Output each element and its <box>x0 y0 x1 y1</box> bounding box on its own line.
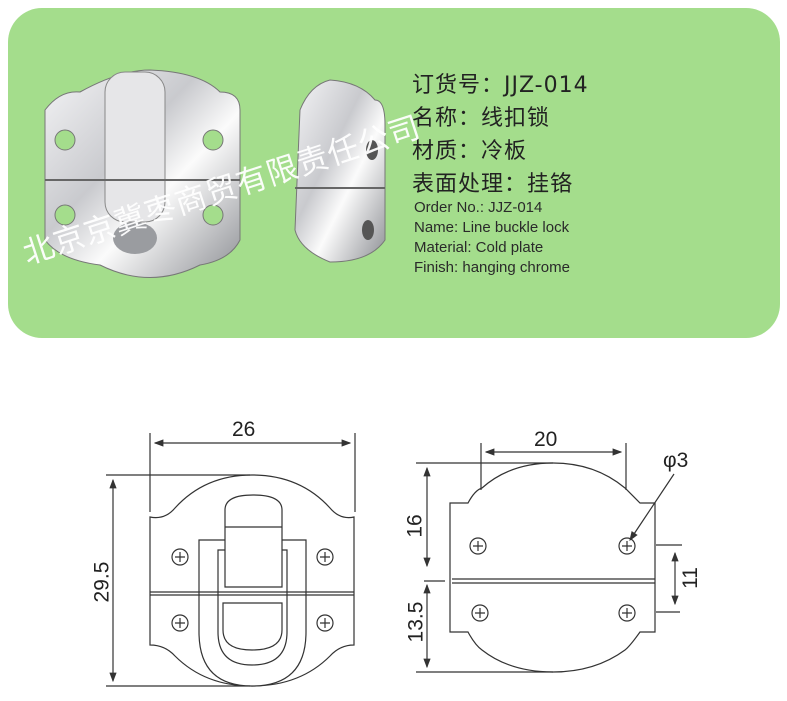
order-number-en: Order No.: JJZ-014 <box>414 199 543 216</box>
lower-height-label: 13.5 <box>404 601 428 643</box>
upper-height-label: 16 <box>403 514 427 538</box>
screw-hole-icon <box>469 537 636 622</box>
material-en: Material: Cold plate <box>414 239 544 256</box>
finish-en: Finish: hanging chrome <box>414 259 570 276</box>
front-width-label: 26 <box>232 418 256 441</box>
order-number-cn: 订货号：JJZ-014 <box>412 73 589 98</box>
front-view-drawing <box>106 433 356 687</box>
front-height-label: 29.5 <box>90 561 114 603</box>
hole-diameter-label: φ3 <box>663 449 689 472</box>
screw-hole-icon <box>171 548 334 632</box>
material-cn: 材质：冷板 <box>412 139 528 164</box>
hole-spacing-label: 11 <box>678 567 702 589</box>
lock-front-photo <box>44 69 241 278</box>
product-name-cn: 名称：线扣锁 <box>412 106 551 131</box>
lock-side-photo <box>294 79 386 263</box>
finish-cn: 表面处理：挂铬 <box>412 172 574 197</box>
side-view-drawing <box>416 443 682 673</box>
product-name-en: Name: Line buckle lock <box>414 219 570 236</box>
side-width-label: 20 <box>534 428 558 451</box>
